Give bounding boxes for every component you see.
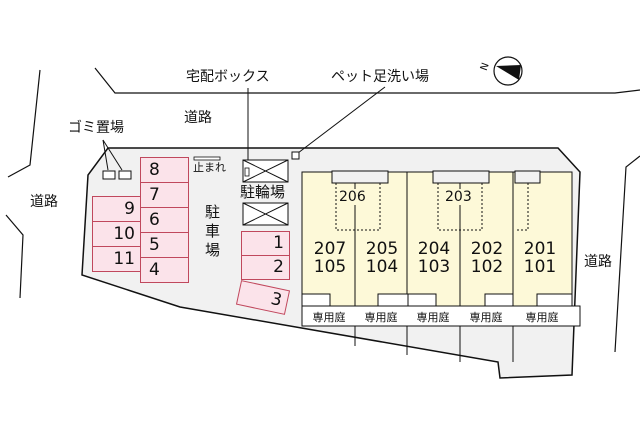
north-compass-icon	[493, 56, 523, 86]
road-top-label: 道路	[184, 110, 212, 126]
unit-204-103: 204 103	[410, 240, 458, 276]
unit-upper-number: 202	[470, 239, 504, 259]
parking-stall-2: 2	[241, 255, 290, 280]
pet-footwash-marker	[291, 151, 300, 160]
car-parking-label-1: 駐	[205, 203, 221, 221]
parking-stall-7: 7	[140, 182, 189, 208]
parking-stall-5: 5	[140, 232, 189, 258]
unit-upper-number: 205	[365, 239, 399, 259]
bicycle-rack-2	[242, 202, 289, 226]
bicycle-parking-label: 駐輪場	[240, 183, 286, 201]
road-left-edge-upper	[7, 69, 41, 178]
road-top-edge	[94, 67, 640, 94]
unit-202-102: 202 102	[463, 240, 511, 276]
car-parking-label-3: 場	[205, 241, 221, 259]
parking-stall-1: 1	[241, 231, 290, 256]
garbage-bin-1	[102, 170, 116, 180]
unit-207-105: 207 105	[306, 240, 354, 276]
road-left-edge-lower	[5, 214, 24, 299]
unit-upper-number: 207	[313, 239, 347, 259]
road-right-edge	[614, 155, 640, 353]
private-garden-105: 専用庭	[312, 311, 346, 324]
private-garden-104: 専用庭	[364, 311, 398, 324]
unit-lower-number: 103	[417, 257, 451, 277]
private-garden-103: 専用庭	[416, 311, 450, 324]
unit-lower-number: 104	[365, 257, 399, 277]
unit-upper-number: 204	[417, 239, 451, 259]
unit-203-label: 203	[444, 189, 473, 205]
car-parking-label-2: 車	[205, 222, 221, 240]
delivery-box-label: 宅配ボックス	[186, 69, 270, 85]
parking-stall-11: 11	[92, 246, 141, 272]
private-garden-102: 専用庭	[469, 311, 503, 324]
stop-sign-label: 止まれ	[193, 161, 226, 174]
unit-lower-number: 105	[313, 257, 347, 277]
road-left-label: 道路	[30, 194, 58, 210]
parking-stall-4: 4	[140, 257, 189, 283]
parking-stall-10: 10	[92, 221, 141, 247]
garbage-bin-2	[118, 170, 132, 180]
unit-205-104: 205 104	[358, 240, 406, 276]
unit-201-101: 201 101	[516, 240, 564, 276]
road-right-label: 道路	[584, 254, 612, 270]
unit-upper-number: 201	[523, 239, 557, 259]
parking-stall-8: 8	[140, 157, 189, 183]
pet-footwash-label: ペット足洗い場	[331, 69, 429, 85]
unit-lower-number: 102	[470, 257, 504, 277]
parking-stall-9: 9	[92, 196, 141, 222]
unit-206-label: 206	[338, 189, 367, 205]
unit-lower-number: 101	[523, 257, 557, 277]
parking-stall-6: 6	[140, 207, 189, 233]
garbage-label: ゴミ置場	[68, 120, 124, 136]
bicycle-rack-1	[242, 159, 289, 183]
private-garden-101: 専用庭	[525, 311, 559, 324]
